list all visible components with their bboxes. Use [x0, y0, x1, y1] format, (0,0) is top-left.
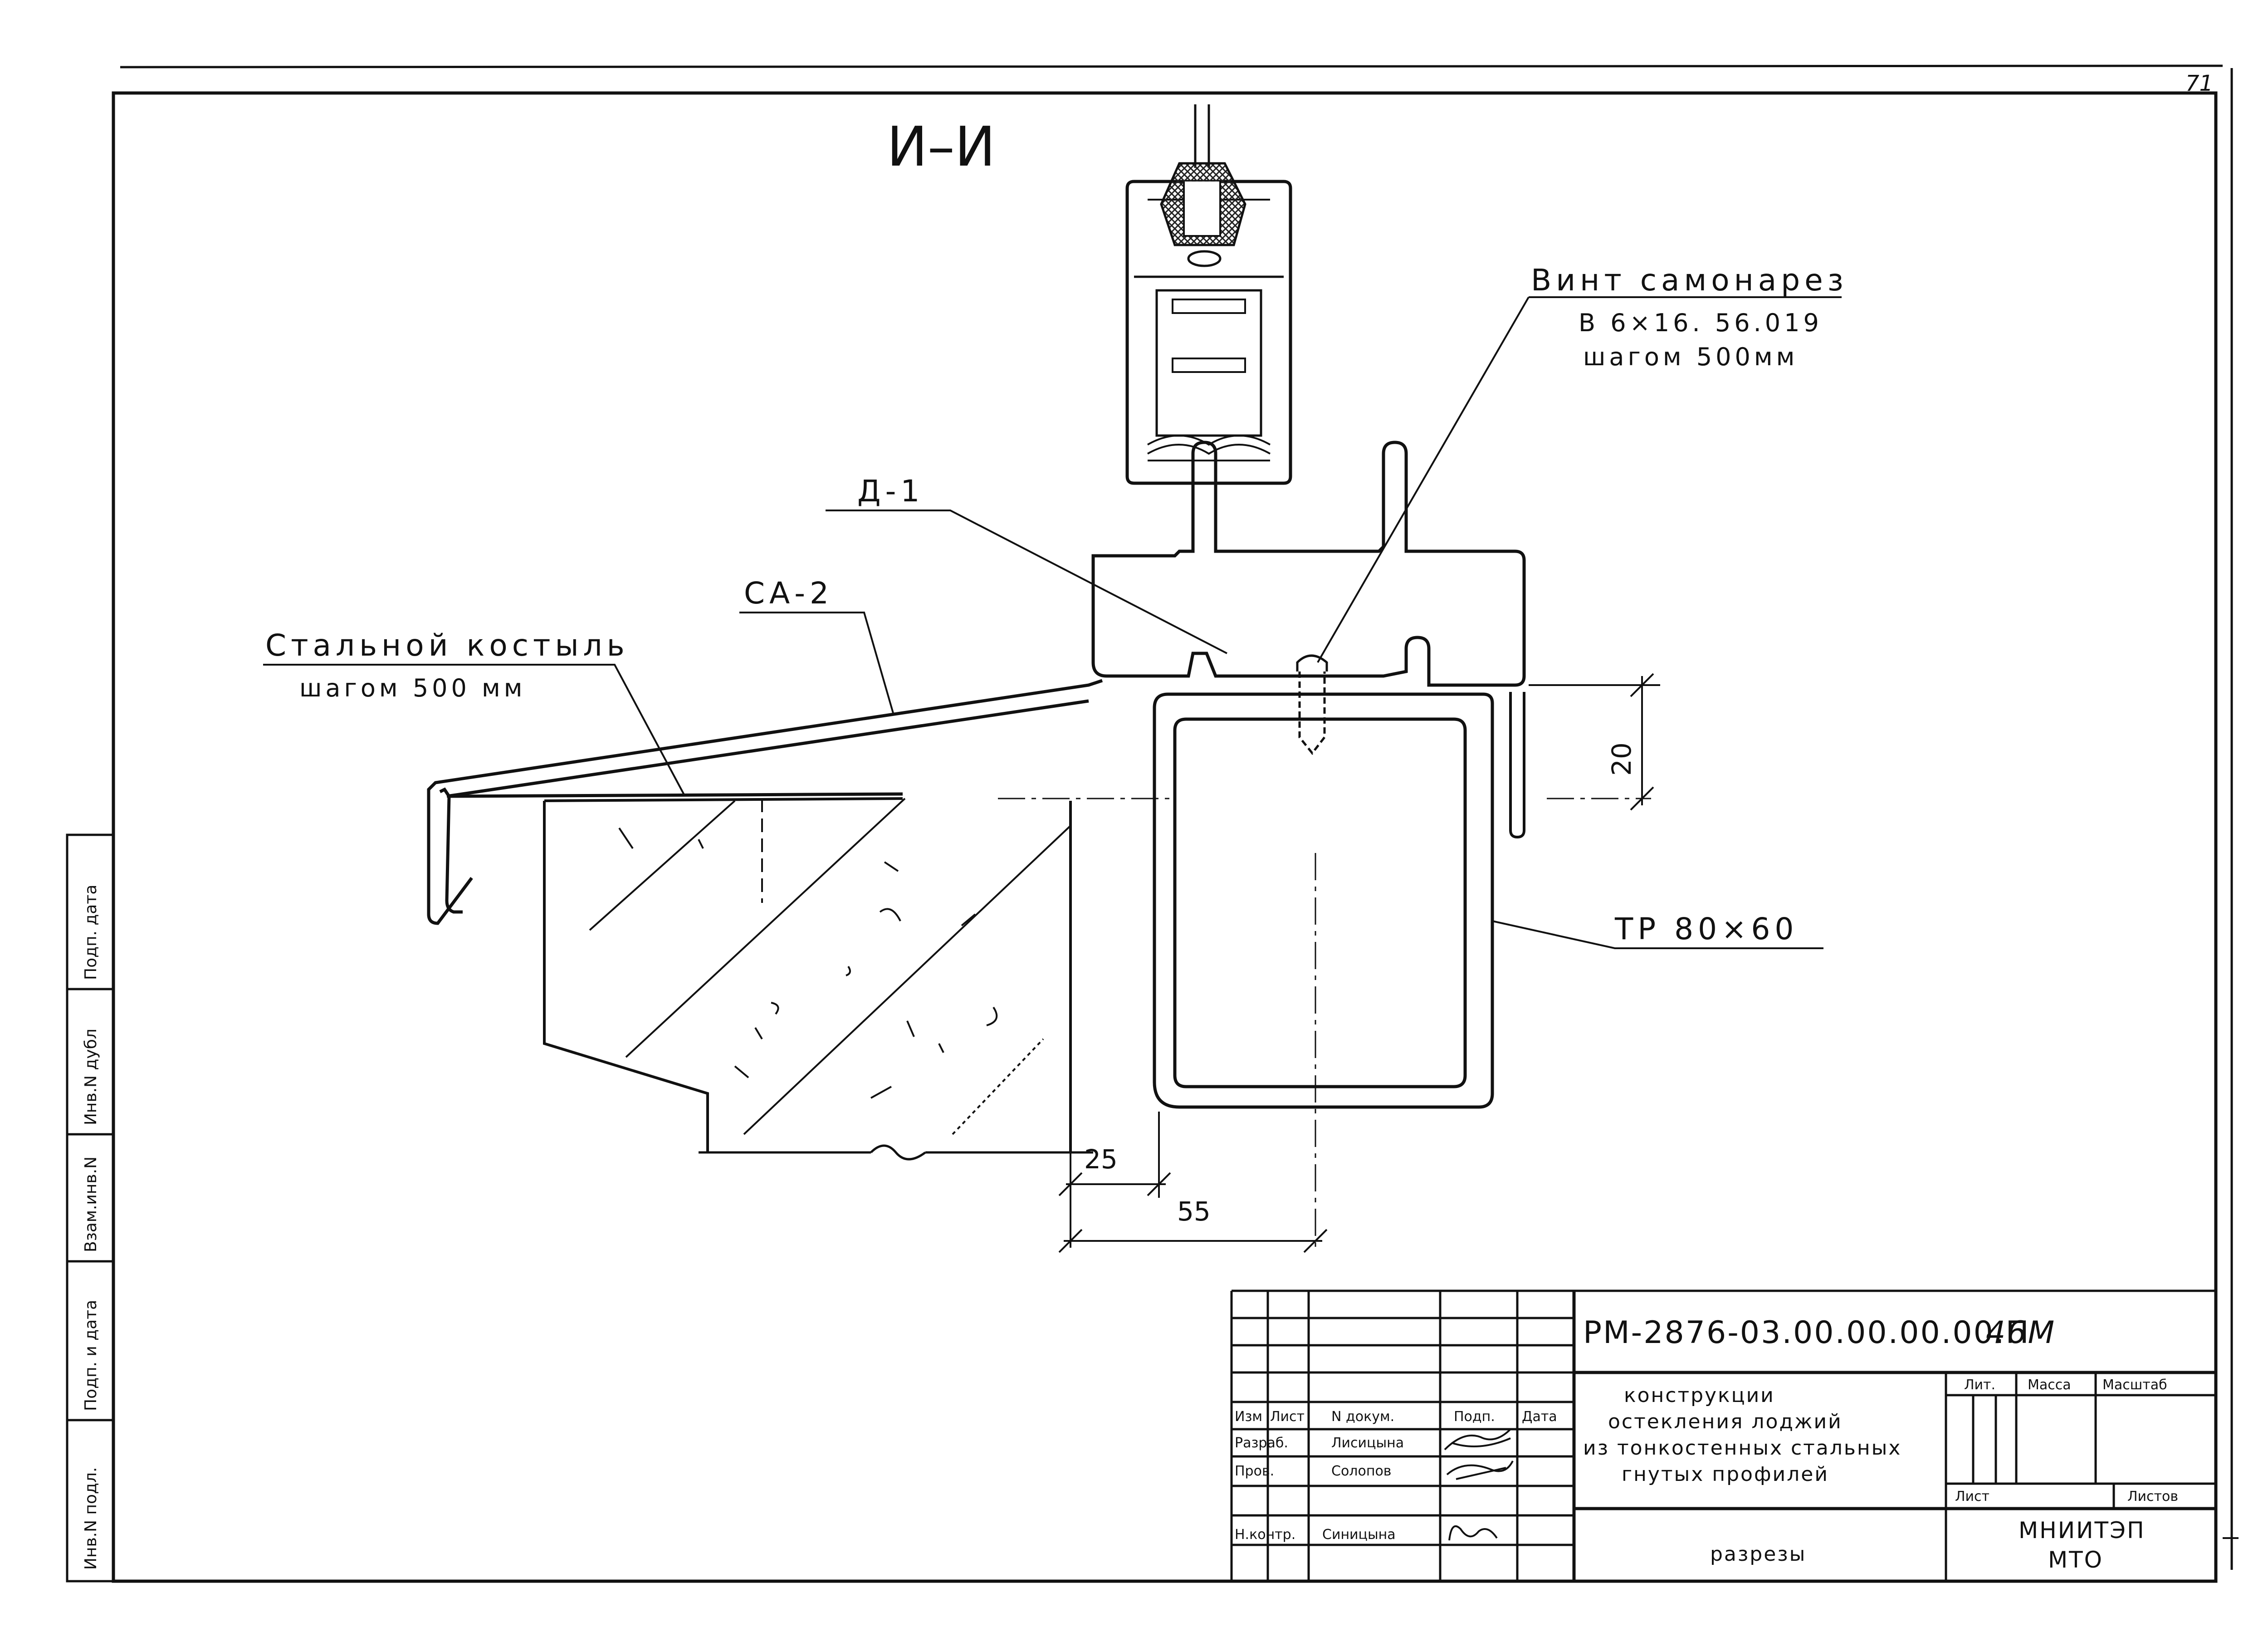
- role-norm: Н.контр.: [1235, 1527, 1295, 1543]
- label-crutch-line2: шагом 500 мм: [299, 674, 526, 702]
- description-line4: гнутых профилей: [1622, 1463, 1829, 1486]
- label-screw-line1: Винт самонарез: [1531, 263, 1848, 298]
- signatures: [1444, 1428, 1514, 1541]
- description-line1: конструкции: [1624, 1384, 1775, 1407]
- label-sa2: СА-2: [744, 576, 833, 611]
- dimension-20: 20: [1606, 742, 1637, 776]
- hdr-date: Дата: [1522, 1409, 1557, 1425]
- sheet-title: разрезы: [1710, 1543, 1806, 1566]
- dimension-25: 25: [1084, 1144, 1118, 1175]
- org-line1: МНИИТЭП: [2019, 1517, 2146, 1544]
- concrete-slab: [543, 797, 1093, 1161]
- col-mass: Масса: [2028, 1377, 2071, 1393]
- name-dev: Лисицына: [1331, 1435, 1404, 1451]
- description-line3: из тонкостенных стальных: [1583, 1436, 1901, 1460]
- side-vzam-inv: Взам.инв.N: [82, 1157, 100, 1252]
- col-lit: Лит.: [1964, 1377, 1995, 1393]
- col-sheet: Лист: [1955, 1489, 1989, 1505]
- label-tube: ТР 80×60: [1614, 912, 1798, 946]
- col-scale: Масштаб: [2102, 1377, 2167, 1393]
- title-block: [1230, 1289, 2216, 1581]
- side-inv-dubl: Инв.N дубл: [82, 1029, 100, 1125]
- side-podp-data-1: Подп. и дата: [82, 1300, 100, 1411]
- label-d1: Д-1: [857, 474, 924, 509]
- doc-code-suffix: 46М: [1986, 1315, 2056, 1351]
- label-screw-line2: В 6×16. 56.019: [1579, 309, 1823, 337]
- hdr-izm: Изм: [1235, 1409, 1262, 1425]
- col-sheets: Листов: [2127, 1489, 2178, 1505]
- label-crutch-line1: Стальной костыль: [265, 628, 629, 663]
- upper-window-profile: [1125, 104, 1292, 485]
- side-stamp: [66, 833, 115, 1583]
- description-line2: остекления лоджий: [1608, 1410, 1843, 1433]
- hdr-ndoc: N докум.: [1331, 1409, 1394, 1425]
- self-tapping-screw: [1296, 654, 1328, 755]
- dimension-55: 55: [1177, 1196, 1211, 1227]
- name-norm: Синицына: [1322, 1527, 1396, 1543]
- org-line2: МТО: [2048, 1547, 2103, 1573]
- flashing-sa2: [427, 679, 1103, 925]
- hdr-list: Лист: [1270, 1409, 1305, 1425]
- dimension-lines: [1058, 673, 1660, 1253]
- page-number: 71: [2185, 71, 2213, 96]
- tube-tr-80x60: [1153, 692, 1525, 1109]
- section-title: И–И: [887, 116, 996, 179]
- label-screw-line3: шагом 500мм: [1583, 343, 1798, 371]
- profile-d1: [1091, 441, 1526, 687]
- doc-code: РМ-2876-03.00.00.00.00.П: [1583, 1315, 2030, 1351]
- steel-crutch: [439, 787, 903, 914]
- leader-lines: [263, 296, 1842, 949]
- name-check: Солопов: [1331, 1463, 1391, 1479]
- role-dev: Разраб.: [1235, 1435, 1288, 1451]
- side-inv-podl: Инв.N подл.: [82, 1467, 100, 1570]
- role-check: Пров.: [1235, 1463, 1274, 1479]
- hdr-sign: Подп.: [1454, 1409, 1495, 1425]
- center-lines: [998, 798, 1651, 1252]
- side-podp-data-2: Подп. дата: [82, 885, 100, 980]
